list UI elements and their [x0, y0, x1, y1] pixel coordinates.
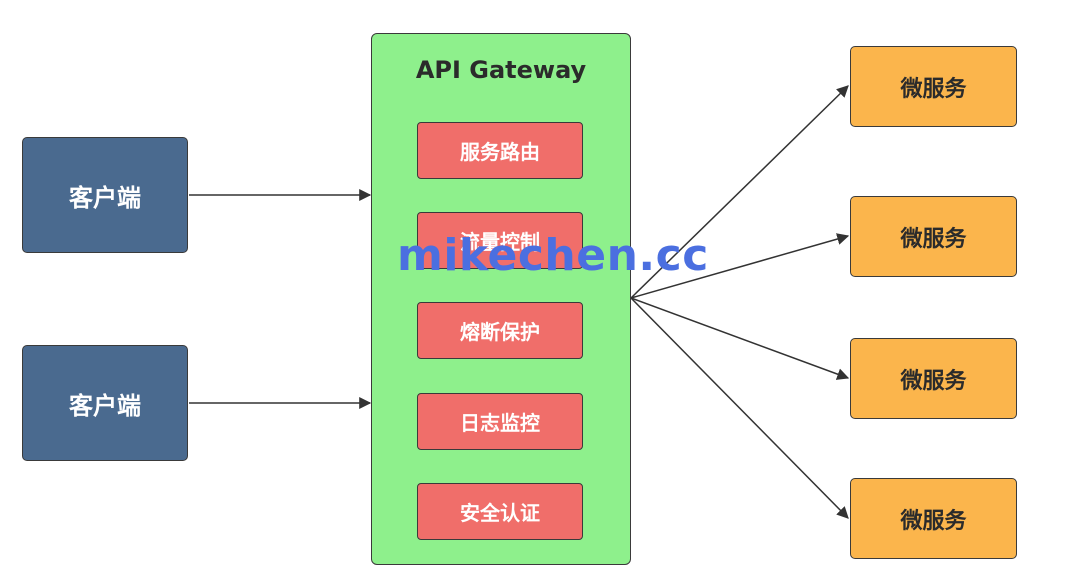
- microservice-box-1: 微服务: [850, 46, 1017, 127]
- microservice-box-2: 微服务: [850, 196, 1017, 277]
- arrow-gateway-to-service-4: [630, 297, 849, 519]
- service-label: 微服务: [900, 76, 967, 102]
- watermark-text: mikechen.cc: [397, 230, 709, 281]
- module-circuit-breaker: 熔断保护: [417, 302, 583, 359]
- module-security-auth: 安全认证: [417, 483, 583, 540]
- service-label: 微服务: [900, 368, 967, 394]
- client-label: 客户端: [69, 183, 141, 212]
- client-box-2: 客户端: [22, 345, 188, 461]
- module-label: 安全认证: [460, 501, 540, 525]
- client-box-1: 客户端: [22, 137, 188, 253]
- service-label: 微服务: [900, 226, 967, 252]
- module-log-monitoring: 日志监控: [417, 393, 583, 450]
- module-service-routing: 服务路由: [417, 122, 583, 179]
- module-label: 流量控制: [460, 230, 540, 254]
- microservice-box-3: 微服务: [850, 338, 1017, 419]
- gateway-title: API Gateway: [415, 56, 587, 84]
- arrow-gateway-to-service-3: [630, 297, 850, 380]
- microservice-box-4: 微服务: [850, 478, 1017, 559]
- module-label: 熔断保护: [460, 320, 540, 344]
- arrow-gateway-to-service-2: [630, 233, 850, 299]
- module-label: 日志监控: [460, 411, 540, 435]
- client-label: 客户端: [69, 391, 141, 420]
- arrow-gateway-to-service-1: [630, 85, 849, 299]
- api-gateway-box: API Gateway: [371, 33, 631, 565]
- module-label: 服务路由: [460, 140, 540, 164]
- module-traffic-control: 流量控制: [417, 212, 583, 269]
- service-label: 微服务: [900, 508, 967, 534]
